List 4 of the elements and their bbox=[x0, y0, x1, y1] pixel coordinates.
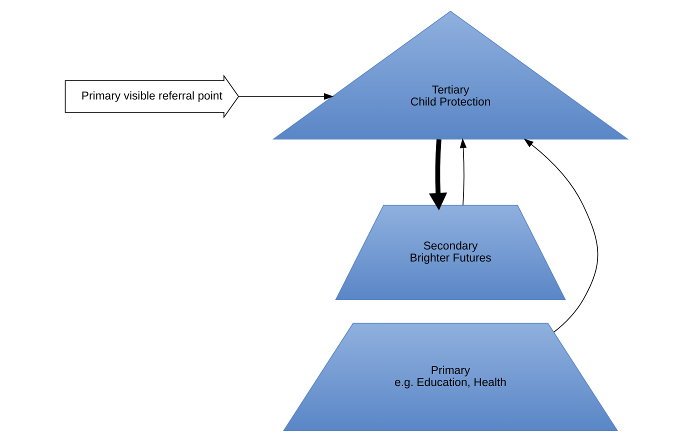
arrow bbox=[460, 138, 467, 206]
arrow bbox=[238, 93, 334, 100]
arrow bbox=[428, 139, 448, 210]
arrow bbox=[524, 138, 598, 333]
